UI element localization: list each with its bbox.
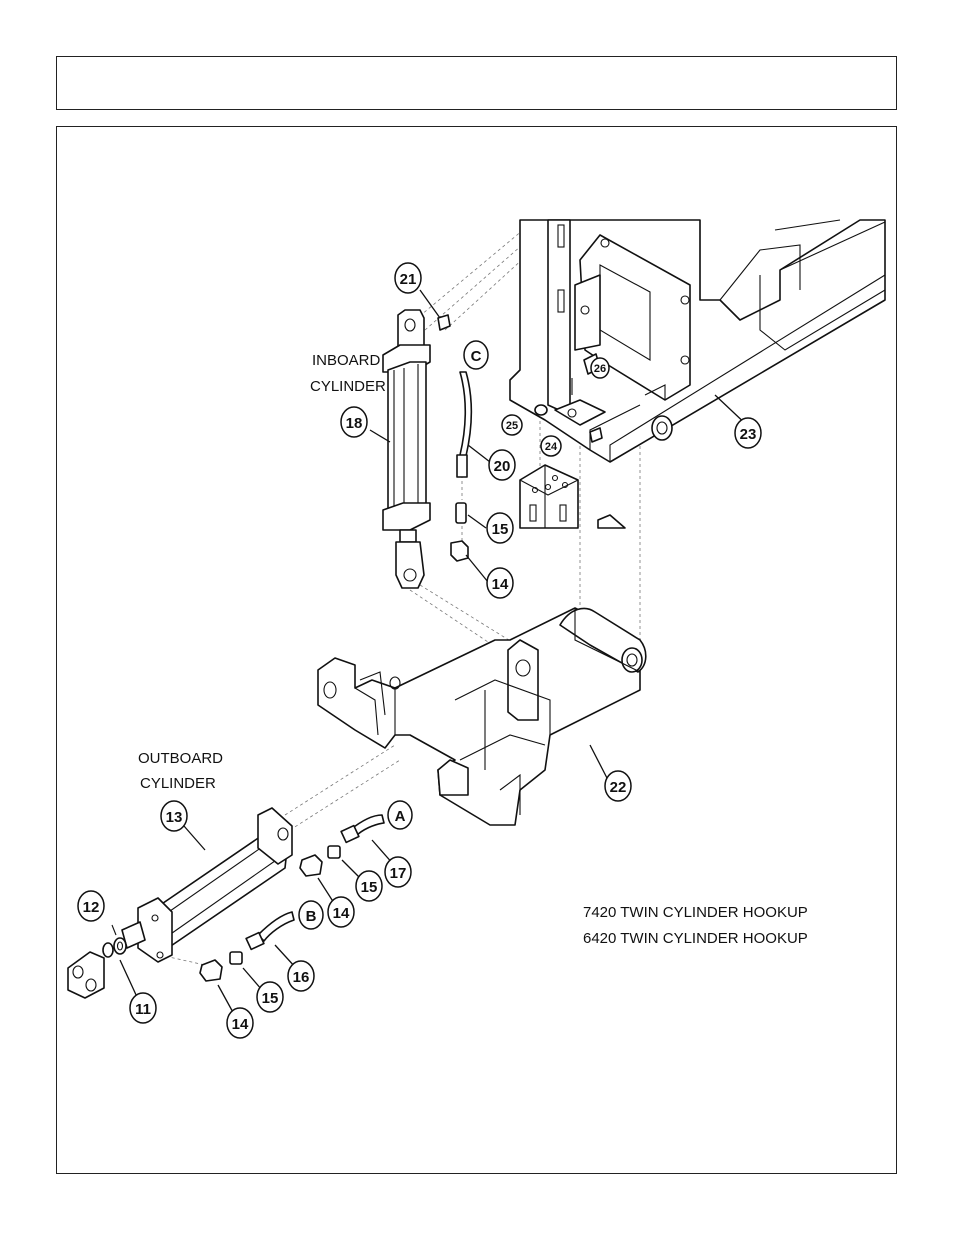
inboard-label-line2: CYLINDER (310, 378, 386, 395)
callout-22-text: 22 (610, 779, 627, 796)
callout-24-text: 24 (545, 441, 558, 453)
callout-26: 26 (591, 358, 609, 378)
callout-12: 12 (78, 891, 104, 921)
callout-14-lower-text: 14 (232, 1016, 249, 1033)
callout-A-text: A (395, 808, 406, 825)
hose-16 (246, 912, 294, 949)
callout-21: 21 (395, 263, 421, 293)
callout-23: 23 (735, 418, 761, 448)
main-frame-22 (318, 608, 646, 825)
outboard-label-line2: CYLINDER (140, 775, 216, 792)
callout-16-text: 16 (293, 969, 310, 986)
callout-11-text: 11 (135, 1001, 151, 1018)
callout-15-inboard-text: 15 (492, 521, 509, 538)
callout-25-text: 25 (506, 420, 518, 432)
callout-14-inboard: 14 (487, 568, 513, 598)
fittings-upper-outboard (300, 846, 340, 876)
callout-24: 24 (541, 436, 561, 456)
callout-12-text: 12 (83, 899, 100, 916)
callout-17: 17 (385, 857, 411, 887)
callout-25: 25 (502, 415, 522, 435)
callout-15-upper-text: 15 (361, 879, 378, 896)
callout-26-text: 26 (594, 363, 606, 375)
mount-bracket (520, 465, 625, 528)
fittings-lower-outboard (200, 952, 242, 981)
callout-B: B (299, 901, 323, 929)
callout-B-text: B (306, 908, 317, 925)
callout-23-text: 23 (740, 426, 757, 443)
callout-13: 13 (161, 801, 187, 831)
callout-11: 11 (130, 993, 156, 1023)
hose-17 (341, 815, 384, 842)
callout-15-upper: 15 (356, 871, 382, 901)
callout-C-text: C (471, 348, 482, 365)
callout-15-inboard: 15 (487, 513, 513, 543)
callout-14-lower: 14 (227, 1008, 253, 1038)
callout-21-text: 21 (400, 271, 417, 288)
callout-C: C (464, 341, 488, 369)
inboard-label-line1: INBOARD (312, 352, 381, 369)
callout-13-text: 13 (166, 809, 183, 826)
callout-20: 20 (489, 450, 515, 480)
callout-22: 22 (605, 771, 631, 801)
callout-18-text: 18 (346, 415, 363, 432)
inboard-cylinder-18 (383, 310, 430, 588)
callout-14-inboard-text: 14 (492, 576, 509, 593)
callout-14-upper-text: 14 (333, 905, 350, 922)
callout-15-lower-text: 15 (262, 990, 279, 1007)
clevis-11-12 (68, 925, 126, 998)
callout-18: 18 (341, 407, 367, 437)
callout-17-text: 17 (390, 865, 407, 882)
elbow-14-inboard (451, 541, 468, 561)
caption-line2: 6420 TWIN CYLINDER HOOKUP (583, 930, 808, 947)
adapter-15-inboard (456, 503, 466, 523)
callout-A: A (388, 801, 412, 829)
callout-14-upper: 14 (328, 897, 354, 927)
upper-frame-23 (510, 220, 885, 462)
caption-line1: 7420 TWIN CYLINDER HOOKUP (583, 904, 808, 921)
hose-20 (457, 372, 471, 477)
outboard-label-line1: OUTBOARD (138, 750, 223, 767)
callout-20-text: 20 (494, 458, 511, 475)
callout-15-lower: 15 (257, 982, 283, 1012)
callout-16: 16 (288, 961, 314, 991)
